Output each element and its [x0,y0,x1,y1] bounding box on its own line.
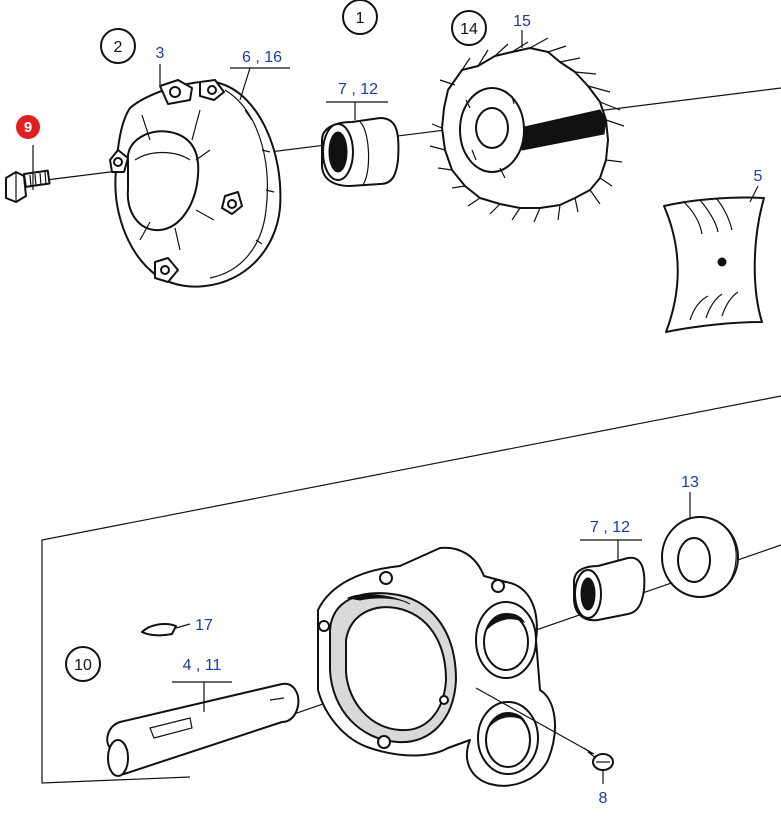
part-label-7-12-top[interactable]: 7 , 12 [338,81,378,98]
part-label-15[interactable]: 15 [513,13,531,30]
seal-ring-part-13[interactable] [661,516,739,598]
part-label-3[interactable]: 3 [156,45,165,62]
cam-part-5[interactable] [663,196,765,333]
leader-5 [749,185,759,203]
group-callout-2[interactable]: 2 [100,28,136,64]
impeller-part-15[interactable] [429,37,625,223]
lower-frame [41,395,781,784]
group-callout-14-label: 14 [460,21,478,38]
part-label-5[interactable]: 5 [754,168,763,185]
callout-9-highlight[interactable]: 9 [16,115,40,139]
group-callout-2-label: 2 [114,39,123,56]
group-callout-14[interactable]: 14 [451,10,487,46]
leader-6-16 [239,67,251,101]
shaft-part-4-11[interactable] [106,682,300,777]
leader-17 [175,623,191,629]
pump-housing[interactable] [317,546,556,787]
group-callout-1[interactable]: 1 [342,0,378,35]
part-label-8[interactable]: 8 [599,790,608,807]
part-label-17[interactable]: 17 [195,617,213,634]
callout-9-label: 9 [24,119,32,136]
part-label-6-16[interactable]: 6 , 16 [242,49,282,66]
group-callout-10[interactable]: 10 [65,646,101,682]
part-label-13[interactable]: 13 [681,474,699,491]
bushing-part-7-12-top[interactable] [321,117,400,187]
part-label-4-11[interactable]: 4 , 11 [183,657,222,674]
part-label-7-12-bottom[interactable]: 7 , 12 [590,519,630,536]
pump-cover-part-3[interactable] [109,79,282,288]
key-part-17[interactable] [141,623,177,637]
group-callout-1-label: 1 [356,10,365,27]
bushing-part-7-12-bottom[interactable] [573,556,646,622]
group-callout-10-label: 10 [74,657,92,674]
bolt-part-9[interactable] [5,169,51,203]
